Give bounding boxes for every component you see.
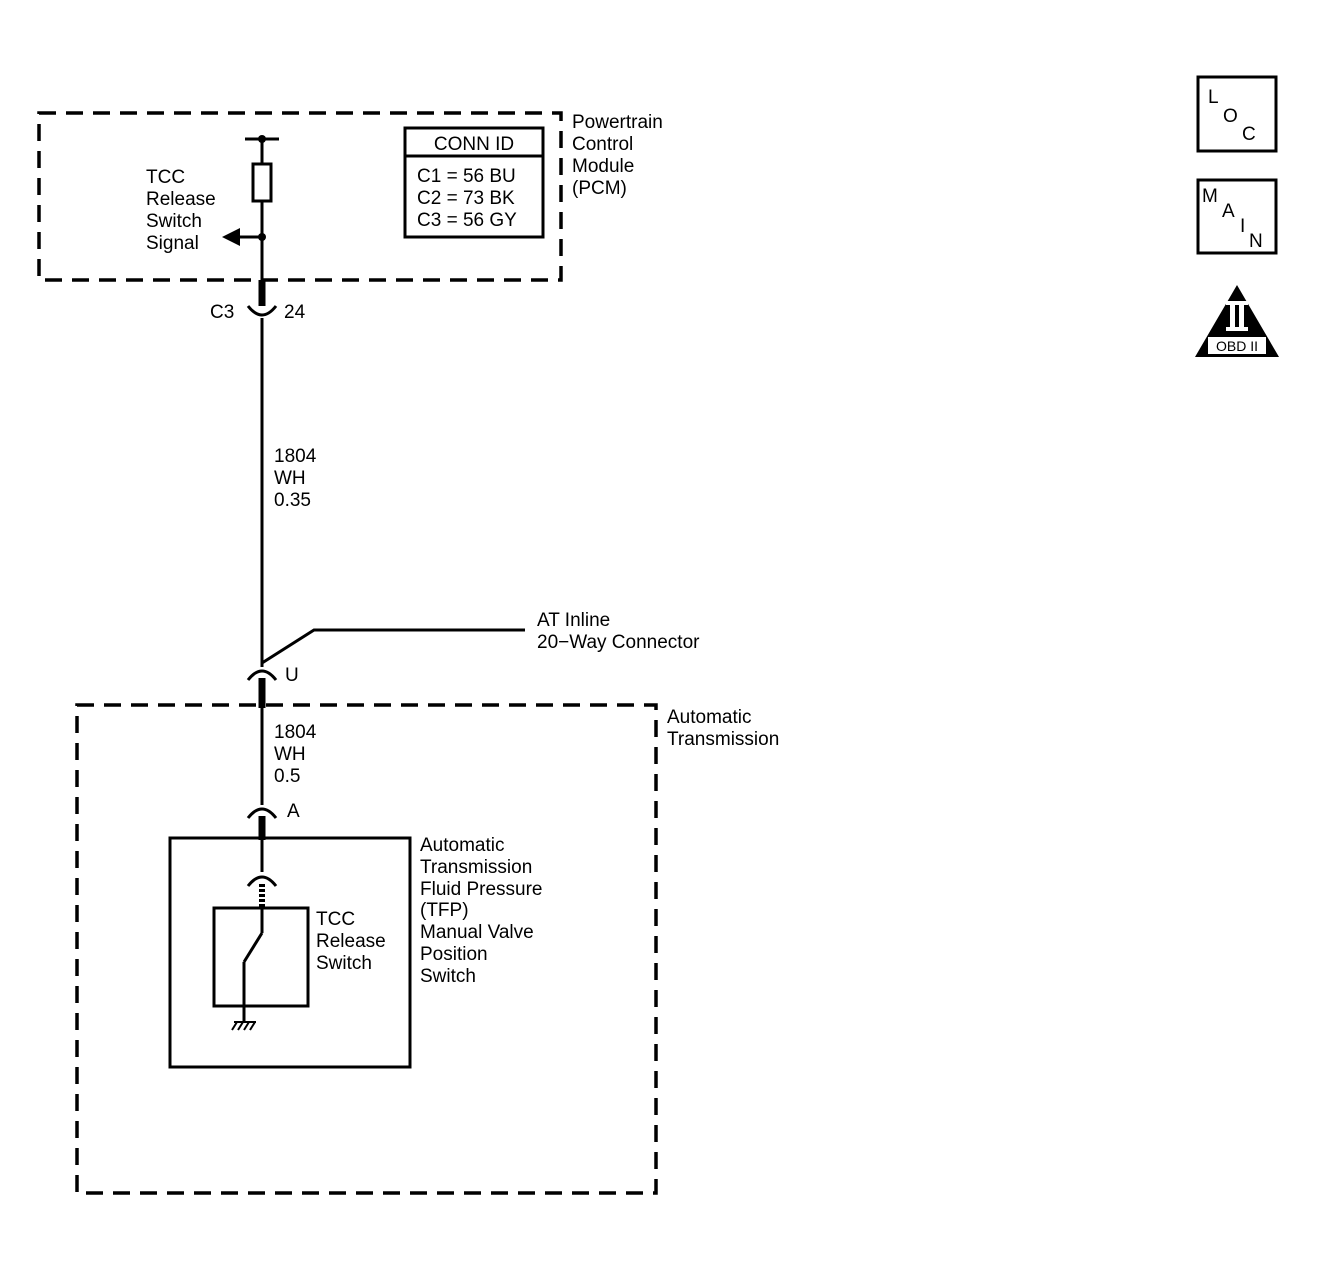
svg-text:20−Way Connector: 20−Way Connector xyxy=(537,632,700,653)
conn-id-row: C2 = 73 BK xyxy=(417,188,515,209)
svg-text:0.35: 0.35 xyxy=(274,490,311,511)
pcm-internal-circuit xyxy=(222,135,279,282)
svg-text:L: L xyxy=(1208,87,1219,108)
transmission-boundary xyxy=(75,703,658,1195)
conn-id-row: C3 = 56 GY xyxy=(417,210,517,231)
svg-text:Switch: Switch xyxy=(316,953,372,974)
loc-icon[interactable]: L O C xyxy=(1196,75,1278,153)
ground-icon xyxy=(231,1021,256,1031)
svg-text:1804: 1804 xyxy=(274,722,317,743)
svg-text:Fluid Pressure: Fluid Pressure xyxy=(420,879,543,900)
svg-text:O: O xyxy=(1223,106,1238,127)
svg-text:WH: WH xyxy=(274,744,306,765)
svg-text:Control: Control xyxy=(572,134,633,155)
svg-text:Transmission: Transmission xyxy=(420,857,532,878)
wire-upper-label: 1804 WH 0.35 xyxy=(274,446,317,511)
connector-pin: A xyxy=(287,801,300,822)
conn-id-row: C1 = 56 BU xyxy=(417,166,516,187)
connector-c3: C3 24 xyxy=(210,280,306,323)
connector-name: C3 xyxy=(210,302,234,323)
svg-text:AT Inline: AT Inline xyxy=(537,610,610,631)
svg-text:Module: Module xyxy=(572,156,634,177)
conn-id-title: CONN ID xyxy=(434,134,514,155)
connector-a: A xyxy=(246,801,300,840)
switch-contact-icon xyxy=(242,932,264,963)
signal-arrow-icon xyxy=(222,228,240,246)
transmission-label: Automatic Transmission xyxy=(667,707,779,750)
svg-text:Position: Position xyxy=(420,944,488,965)
svg-text:0.5: 0.5 xyxy=(274,766,300,787)
svg-text:TCC: TCC xyxy=(146,167,185,188)
tcc-release-switch xyxy=(212,840,310,1031)
svg-text:Switch: Switch xyxy=(420,966,476,987)
svg-text:Powertrain: Powertrain xyxy=(572,112,663,133)
connector-pin: 24 xyxy=(284,302,306,323)
svg-text:Signal: Signal xyxy=(146,233,199,254)
svg-text:M: M xyxy=(1202,186,1218,207)
wire-lower-label: 1804 WH 0.5 xyxy=(274,722,317,787)
svg-text:OBD II: OBD II xyxy=(1216,338,1258,354)
svg-text:WH: WH xyxy=(274,468,306,489)
svg-text:I: I xyxy=(1240,216,1245,237)
pcm-label: Powertrain Control Module (PCM) xyxy=(572,112,663,199)
pcm-boundary xyxy=(37,111,563,282)
svg-text:C: C xyxy=(1242,124,1256,145)
svg-text:Switch: Switch xyxy=(146,211,202,232)
svg-text:N: N xyxy=(1249,231,1263,252)
connector-pin: U xyxy=(285,665,299,686)
svg-text:Automatic: Automatic xyxy=(420,835,504,856)
tfp-switch-box xyxy=(168,836,412,1069)
svg-text:Transmission: Transmission xyxy=(667,729,779,750)
svg-text:(PCM): (PCM) xyxy=(572,178,627,199)
inline-connector-label: AT Inline 20−Way Connector xyxy=(537,610,700,653)
main-icon[interactable]: M A I N xyxy=(1196,178,1278,255)
svg-text:TCC: TCC xyxy=(316,909,355,930)
svg-text:Automatic: Automatic xyxy=(667,707,751,728)
svg-text:1804: 1804 xyxy=(274,446,317,467)
svg-text:(TFP): (TFP) xyxy=(420,900,469,921)
tcc-signal-label: TCC Release Switch Signal xyxy=(146,167,216,254)
svg-text:Release: Release xyxy=(316,931,386,952)
svg-text:Manual Valve: Manual Valve xyxy=(420,922,534,943)
obd-ii-icon[interactable]: II OBD II xyxy=(1195,285,1279,357)
inline-connector-leader xyxy=(261,628,525,665)
connector-u: U xyxy=(246,665,299,708)
pull-up-resistor-symbol xyxy=(251,162,273,203)
tfp-switch-label: Automatic Transmission Fluid Pressure (T… xyxy=(420,835,543,987)
conn-id-table: CONN ID C1 = 56 BU C2 = 73 BK C3 = 56 GY xyxy=(403,126,545,239)
svg-text:A: A xyxy=(1222,201,1235,222)
svg-text:Release: Release xyxy=(146,189,216,210)
tcc-switch-label: TCC Release Switch xyxy=(316,909,386,974)
